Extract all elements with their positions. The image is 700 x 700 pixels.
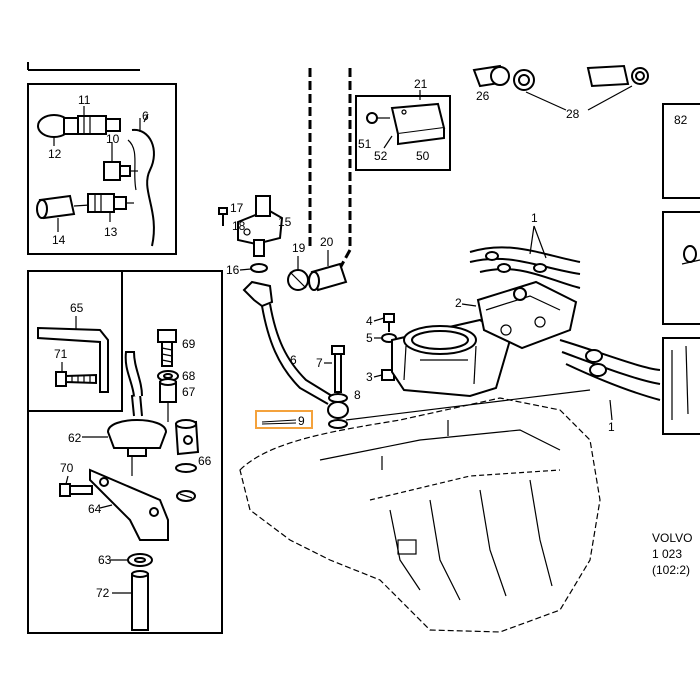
part-17-screw <box>218 207 228 226</box>
label-part-1-right: 1 <box>608 420 615 434</box>
label-part-20: 20 <box>320 235 334 249</box>
label-part-15: 15 <box>278 215 292 229</box>
label-part-66: 66 <box>198 454 212 468</box>
reference-line-2: 1 023 <box>652 547 682 561</box>
label-part-10: 10 <box>106 132 120 146</box>
part-9-spacer <box>327 401 349 429</box>
part-69-bolt <box>157 329 177 367</box>
inset-box-relay <box>355 95 451 171</box>
label-part-63: 63 <box>98 553 112 567</box>
label-part-21: 21 <box>414 77 428 91</box>
label-part-68: 68 <box>182 369 196 383</box>
label-part-65: 65 <box>70 301 84 315</box>
part-66-grommet <box>174 419 200 502</box>
intake-manifold <box>239 389 601 633</box>
part-10-bolt <box>103 161 138 181</box>
part-19-clamp <box>287 269 309 291</box>
label-part-3: 3 <box>366 370 373 384</box>
part-64-bracket <box>89 456 169 541</box>
label-part-69: 69 <box>182 337 196 351</box>
label-part-70: 70 <box>60 461 74 475</box>
label-part-13: 13 <box>104 225 118 239</box>
label-part-6-inset: 6 <box>142 109 149 123</box>
inset-box-right-middle <box>662 211 700 325</box>
label-part-7: 7 <box>316 356 323 370</box>
part-63-nut <box>127 553 153 567</box>
part-65-bracket <box>37 326 109 393</box>
inset-box-right-top <box>662 103 700 199</box>
label-part-2: 2 <box>455 296 462 310</box>
label-part-50: 50 <box>416 149 430 163</box>
label-part-17: 17 <box>230 201 244 215</box>
label-part-52: 52 <box>374 149 388 163</box>
part-6-pipe <box>242 280 333 405</box>
part-16-washer <box>250 263 268 273</box>
label-part-8: 8 <box>354 388 361 402</box>
part-13-sensor <box>87 193 134 213</box>
label-part-26: 26 <box>476 89 490 103</box>
part-20-sleeve <box>308 262 348 292</box>
inset-box-vacuum-unit <box>27 270 223 634</box>
part-67-spacer <box>159 378 177 403</box>
part-50-relay <box>390 102 446 146</box>
part-70-nipple <box>59 475 93 497</box>
part-12-cap <box>37 114 79 138</box>
part-1-fuel-lines <box>469 246 661 401</box>
part-71-screw <box>55 371 97 387</box>
dashed-hose-lines <box>308 68 352 269</box>
label-part-82: 82 <box>674 113 688 127</box>
label-part-64: 64 <box>88 502 102 516</box>
reference-line-1: VOLVO <box>652 531 692 545</box>
part-14-cap <box>36 194 91 220</box>
part-51-screw <box>366 112 390 124</box>
label-part-28: 28 <box>566 107 580 121</box>
part-15-valve <box>237 195 284 257</box>
label-part-67: 67 <box>182 385 196 399</box>
label-part-12: 12 <box>48 147 62 161</box>
label-part-11: 11 <box>78 93 91 107</box>
label-part-6: 6 <box>290 353 297 367</box>
reference-line-3: (102:2) <box>652 563 690 577</box>
label-part-4: 4 <box>366 314 373 328</box>
label-part-5: 5 <box>366 331 373 345</box>
part-7-bolt <box>331 345 345 393</box>
label-part-9: 9 <box>298 414 305 428</box>
label-part-19: 19 <box>292 241 306 255</box>
reference-block: VOLVO 1 023 (102:2) <box>652 531 692 577</box>
label-part-62: 62 <box>68 431 82 445</box>
part-26-fitting <box>472 64 535 91</box>
part-28-fitting <box>586 64 649 88</box>
inset-box-right-bottom <box>662 337 700 435</box>
part-72-tube <box>131 570 149 631</box>
label-part-18: 18 <box>232 219 246 233</box>
part-8-washer <box>328 393 348 403</box>
label-part-1-top: 1 <box>531 211 538 225</box>
part-2-throttle-body <box>391 280 578 398</box>
highlight-part-9[interactable]: 9 <box>255 410 313 429</box>
part-4-screw <box>383 313 395 332</box>
label-part-14: 14 <box>52 233 66 247</box>
label-part-72: 72 <box>96 586 110 600</box>
label-part-51: 51 <box>358 137 372 151</box>
inset-box-sensors <box>27 83 177 255</box>
part-11-sensor <box>77 115 121 135</box>
label-part-71: 71 <box>54 347 68 361</box>
label-part-16: 16 <box>226 263 240 277</box>
part-62-vacuum-unit <box>106 351 168 457</box>
